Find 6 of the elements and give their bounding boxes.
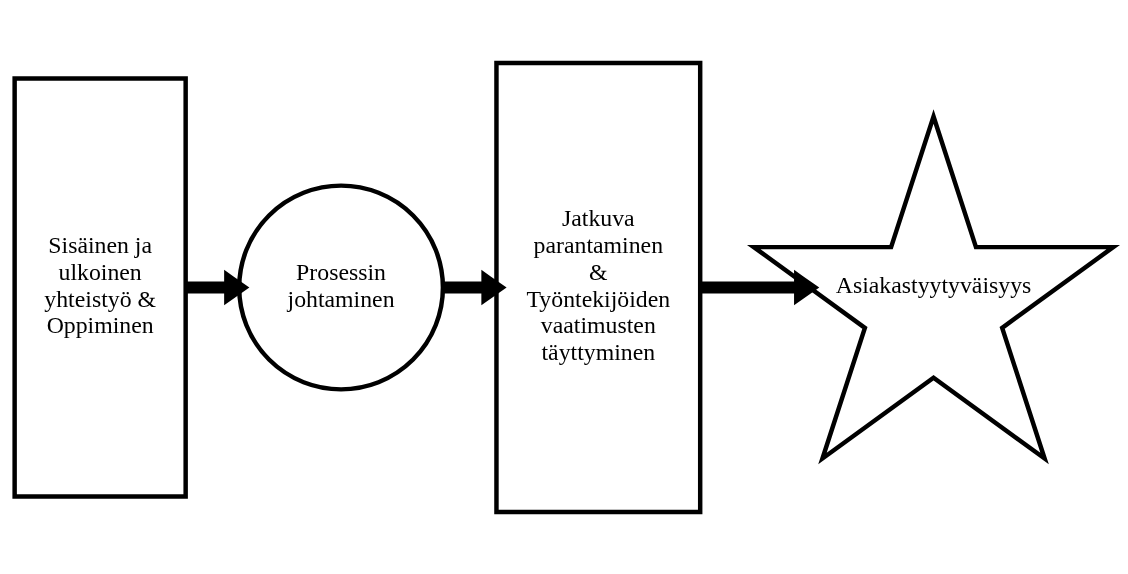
node-box: Sisäinen ja ulkoinen yhteistyö & Oppiminen (12, 75, 188, 499)
arrow (700, 269, 820, 305)
arrow (443, 269, 507, 305)
node-circle: Prosessin johtaminen (236, 182, 446, 392)
node-box: Jatkuva parantaminen & Työntekijöiden vaatimusten täyttyminen (494, 60, 703, 514)
arrow (186, 269, 250, 305)
